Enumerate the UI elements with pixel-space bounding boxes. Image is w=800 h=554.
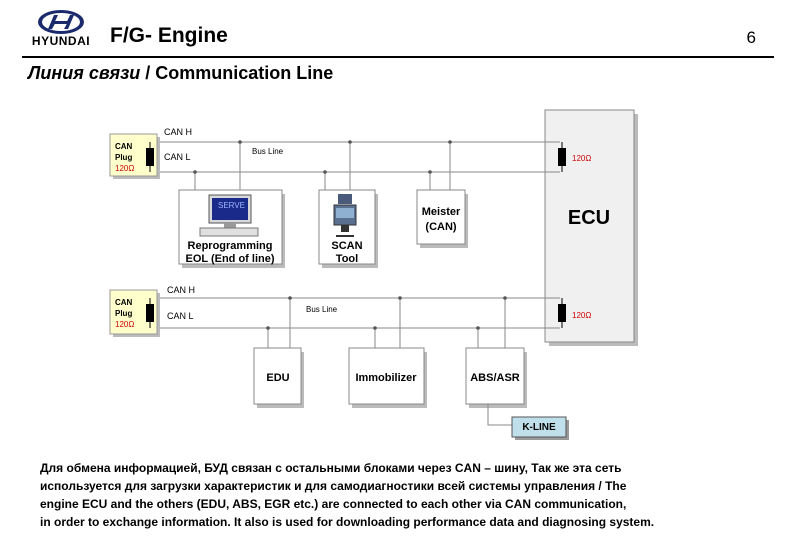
- meister-label-1: Meister: [422, 206, 461, 218]
- bottom-can-bus: CAN Plug 120Ω CAN H CAN L Bus Line 120Ω …: [109, 285, 591, 440]
- monitor-screen-text: SERVE: [218, 201, 245, 210]
- scan-tool-label-2: Tool: [336, 253, 358, 265]
- immobilizer-box: [348, 347, 425, 405]
- hyundai-logo: [38, 10, 84, 34]
- bottom-plug-resistor: [146, 304, 154, 322]
- reprogramming-label-1: Reprogramming: [188, 240, 273, 252]
- top-bus-line-label: Bus Line: [252, 147, 284, 156]
- edu-box: [253, 347, 302, 405]
- page-title: F/G- Engine: [110, 24, 228, 47]
- description-line-2: используется для загрузки характеристик …: [40, 479, 627, 493]
- computer-monitor-icon: SERVE: [199, 194, 259, 237]
- subtitle-en: Communication Line: [155, 63, 334, 83]
- top-can-h-label: CAN H: [164, 127, 192, 137]
- meister-box: [416, 189, 466, 245]
- description-line-4: in order to exchange information. It als…: [40, 515, 655, 529]
- abs-asr-box: [465, 347, 525, 405]
- top-plug-label-2: Plug: [115, 153, 132, 162]
- k-line-wire: [487, 404, 512, 426]
- abs-asr-label: ABS/ASR: [470, 372, 520, 384]
- top-plug-label-3: 120Ω: [115, 164, 134, 173]
- ecu-label: ECU: [568, 207, 610, 229]
- bottom-can-l-label: CAN L: [167, 311, 194, 321]
- subtitle-ru: Линия связи: [28, 63, 141, 83]
- scan-tool-icon: [333, 194, 357, 237]
- description-line-3: engine ECU and the others (EDU, ABS, EGR…: [40, 497, 627, 511]
- bottom-bus-line-label: Bus Line: [306, 305, 338, 314]
- reprogramming-label-2: EOL (End of line): [185, 253, 274, 265]
- description-text: Для обмена информацией, БУД связан с ост…: [40, 459, 780, 531]
- top-can-bus: CAN Plug 120Ω CAN H CAN L Bus Line 120Ω …: [109, 127, 591, 268]
- page-number: 6: [746, 28, 756, 47]
- bottom-ecu-resistor: [558, 304, 566, 322]
- description-line-1: Для обмена информацией, БУД связан с ост…: [40, 461, 622, 475]
- subtitle-separator: /: [140, 63, 156, 83]
- bottom-plug-label-3: 120Ω: [115, 320, 134, 329]
- scan-tool-label-1: SCAN: [331, 240, 362, 252]
- meister-label-2: (CAN): [425, 221, 456, 233]
- brand-wordmark: HYUNDAI: [31, 34, 91, 48]
- bottom-ecu-resistor-label: 120Ω: [572, 311, 591, 320]
- bottom-can-h-label: CAN H: [167, 285, 195, 295]
- top-ecu-resistor: [558, 148, 566, 166]
- bottom-plug-label-1: CAN: [115, 298, 133, 307]
- top-plug-label-1: CAN: [115, 142, 133, 151]
- slide-subtitle: Линия связи / Communication Line: [28, 63, 333, 84]
- immobilizer-label: Immobilizer: [355, 372, 417, 384]
- top-ecu-resistor-label: 120Ω: [572, 154, 591, 163]
- header-divider: [22, 56, 774, 58]
- edu-label: EDU: [266, 372, 289, 384]
- k-line-box: [511, 416, 567, 438]
- k-line-label: K-LINE: [522, 422, 556, 433]
- top-can-l-label: CAN L: [164, 152, 191, 162]
- top-plug-resistor: [146, 148, 154, 166]
- bottom-plug-label-2: Plug: [115, 309, 132, 318]
